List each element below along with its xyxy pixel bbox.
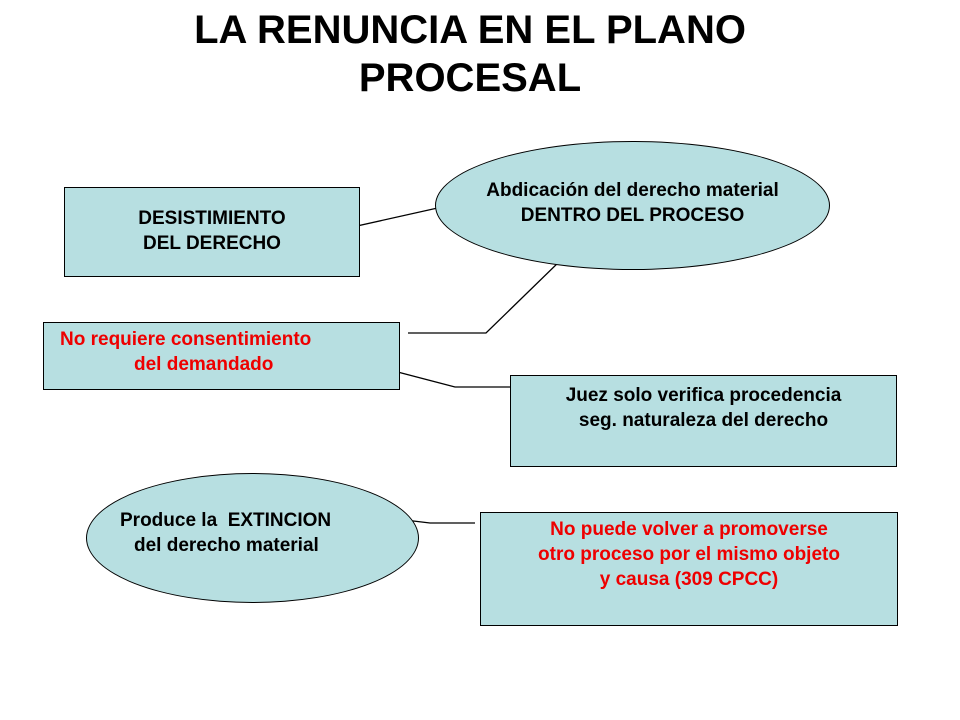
juez-line-2: seg. naturaleza del derecho	[578, 410, 829, 431]
no-puede-box: No puede volver a promoverse otro proces…	[480, 512, 898, 626]
no-requiere-line-2: del demandado	[134, 354, 274, 375]
no-puede-line-3: y causa (309 CPCC)	[599, 569, 779, 590]
juez-box: Juez solo verifica procedencia seg. natu…	[510, 375, 897, 467]
no-puede-line-2: otro proceso por el mismo objeto	[538, 544, 840, 565]
desistimiento-line-2: DEL DERECHO	[143, 233, 281, 254]
no-requiere-line-1: No requiere consentimiento	[60, 329, 312, 350]
abdicacion-ellipse: Abdicación del derecho material DENTRO D…	[435, 141, 830, 270]
title-line-1: LA RENUNCIA EN EL PLANO	[194, 8, 746, 52]
produce-line-1: Produce la EXTINCION	[120, 510, 332, 531]
abdicacion-line-1: Abdicación del derecho material	[486, 180, 779, 201]
juez-line-1: Juez solo verifica procedencia	[565, 385, 842, 406]
connector-no-requiere-to-juez	[389, 369, 510, 388]
abdicacion-line-2: DENTRO DEL PROCESO	[520, 205, 745, 226]
slide-title: LA RENUNCIA EN EL PLANO PROCESAL	[80, 6, 860, 102]
no-requiere-box: No requiere consentimiento del demandado	[43, 322, 400, 390]
no-puede-line-1: No puede volver a promoverse	[550, 519, 828, 540]
title-line-2: PROCESAL	[358, 56, 582, 100]
desistimiento-box: DESISTIMIENTO DEL DERECHO	[64, 187, 360, 277]
desistimiento-line-1: DESISTIMIENTO	[138, 208, 286, 229]
produce-line-2: del derecho material	[134, 535, 319, 556]
produce-ellipse: Produce la EXTINCION del derecho materia…	[86, 473, 419, 603]
